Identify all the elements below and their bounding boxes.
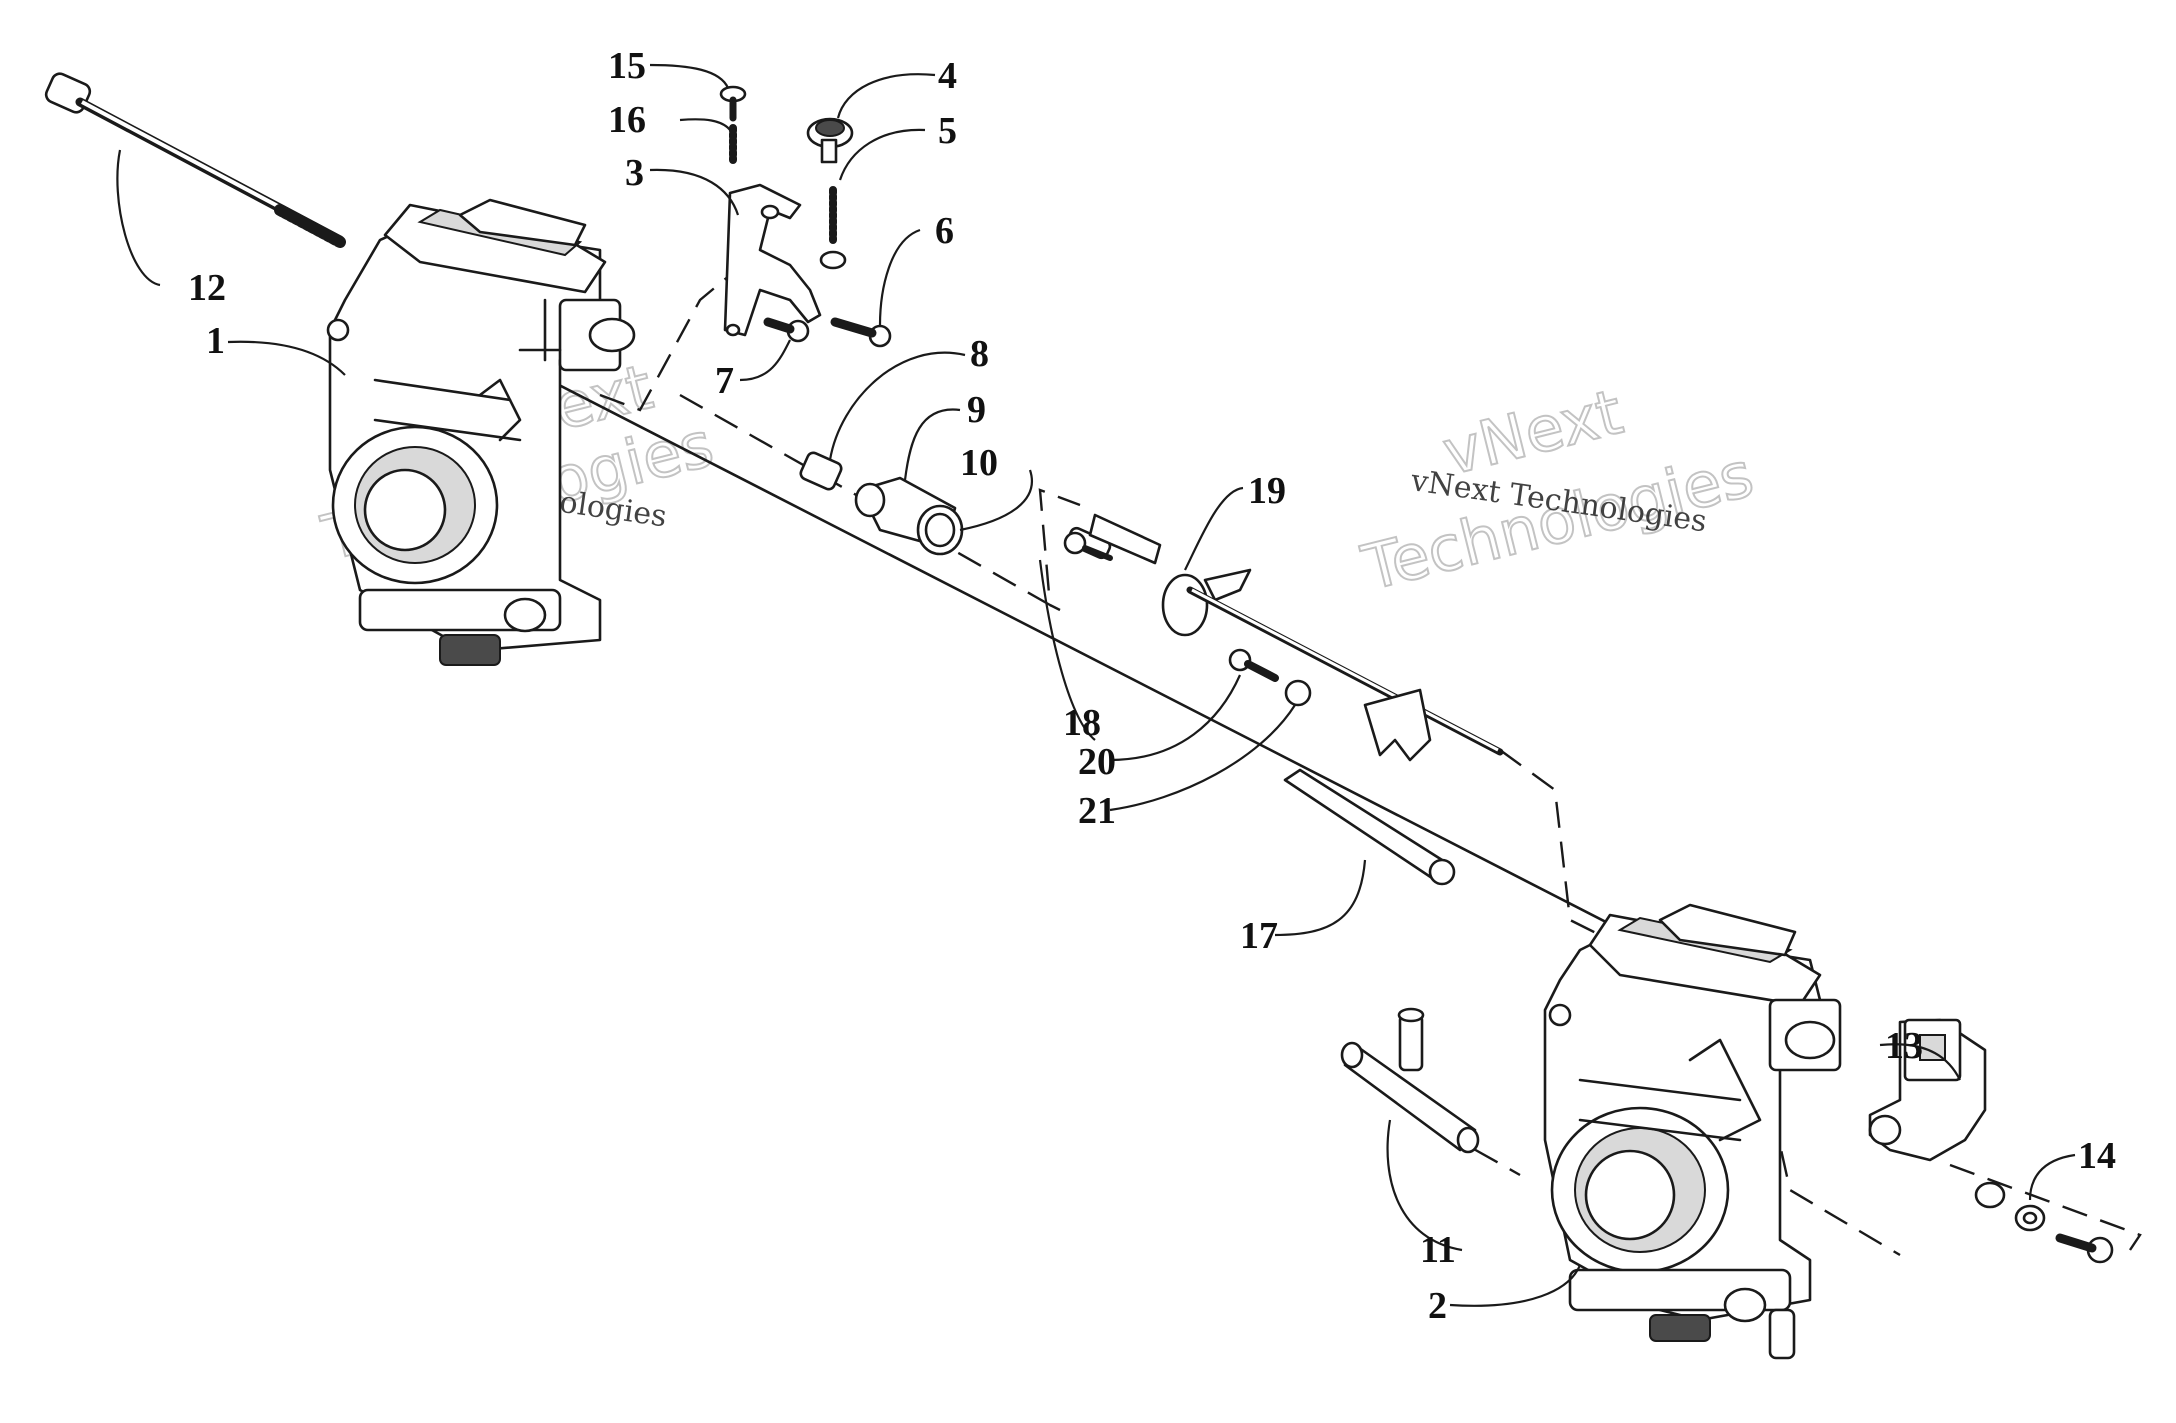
callout-12: 12	[188, 267, 226, 309]
callout-9: 9	[967, 389, 986, 431]
callout-6: 6	[935, 210, 954, 252]
dash-sensor-line	[1949, 1163, 2142, 1251]
callout-14: 14	[2078, 1135, 2116, 1177]
carburetor-body-1	[326, 198, 636, 666]
collar-8	[799, 451, 843, 491]
callout-1: 1	[206, 320, 225, 362]
leader-lines	[116, 63, 2076, 1307]
adjuster-knob-4	[806, 117, 854, 164]
tee-fitting-11	[1340, 1007, 1480, 1154]
main-shaft-axis	[518, 363, 1682, 962]
callout-4: 4	[938, 55, 957, 97]
callout-5: 5	[938, 110, 957, 152]
callout-3: 3	[625, 152, 644, 194]
callout-11: 11	[1420, 1229, 1456, 1271]
nut-21	[1284, 679, 1312, 707]
carburetor-body-2	[1543, 903, 1842, 1360]
long-bolt-12	[44, 72, 346, 248]
callout-8: 8	[970, 333, 989, 375]
callout-2: 2	[1428, 1285, 1447, 1327]
tube-17	[1283, 768, 1456, 886]
callout-18: 18	[1063, 702, 1101, 744]
screw-15	[719, 85, 747, 122]
cable-bracket-3	[723, 183, 822, 337]
callout-19: 19	[1248, 470, 1286, 512]
callout-15: 15	[608, 45, 646, 87]
callout-17: 17	[1240, 915, 1278, 957]
adjuster-spring-5	[819, 186, 847, 270]
callout-21: 21	[1078, 790, 1116, 832]
callout-16: 16	[608, 99, 646, 141]
dash-link-right	[1499, 749, 1611, 942]
link-clip	[1363, 688, 1432, 762]
spring-10	[916, 504, 964, 556]
callout-labels: 15 16 4 5 3 6 7 8 9 10 19 18 20 21 17 12…	[188, 45, 2116, 1327]
screw-20	[1228, 648, 1279, 682]
washers-screw-14	[1974, 1181, 2114, 1264]
screw-7	[763, 317, 810, 343]
screw-6	[830, 317, 892, 348]
callout-10: 10	[960, 442, 998, 484]
callout-7: 7	[715, 360, 734, 402]
watermark-right: vNext Technologies vNext Technologies	[1354, 374, 1761, 606]
callout-13: 13	[1885, 1025, 1923, 1067]
callout-20: 20	[1078, 741, 1116, 783]
throttle-lever-19	[1088, 513, 1504, 756]
